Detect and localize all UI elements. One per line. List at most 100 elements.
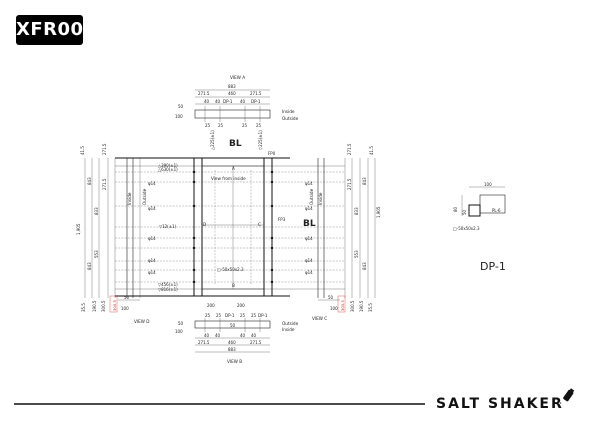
view-a: VIEW A 883 271.5 460 271.5 40 40 DP-1 40… xyxy=(175,75,299,150)
dp1-dim-100: 100 xyxy=(484,182,492,187)
fp0-label: FP0 xyxy=(268,151,276,156)
view-a-dim-25b: 25 xyxy=(218,123,224,128)
right-dim-843-bottom: 843 xyxy=(362,262,367,270)
bl-top-label: BL xyxy=(229,139,242,149)
phi-left-3: φ14 xyxy=(148,236,156,241)
view-b-dim-40b: 40 xyxy=(215,333,221,338)
view-a-dim-40a: 40 xyxy=(204,99,210,104)
view-a-dp-tag-left: DP-1 xyxy=(223,99,233,104)
view-a-dim-25a: 25 xyxy=(205,123,211,128)
view-b-dim-200a: 200 xyxy=(207,303,215,308)
view-a-dim-25c: 25 xyxy=(242,123,248,128)
bl-right-label: BL xyxy=(303,219,316,229)
right-dim-41: 41.5 xyxy=(369,146,374,155)
left-dim-843-top: 843 xyxy=(87,177,92,185)
view-b-dim-200b: 200 xyxy=(237,303,245,308)
dp1-dim-50: 50 xyxy=(462,209,467,215)
left-dim-271-top: 271.5 xyxy=(102,143,107,155)
right-dim-553: 553 xyxy=(354,250,359,258)
view-from-inside-label: View from inside xyxy=(211,176,246,181)
phi-right-4: φ14 xyxy=(305,258,313,263)
left-outside-label: Outside xyxy=(142,188,147,205)
phi-right-5: φ14 xyxy=(305,270,313,275)
phi-left-1: φ14 xyxy=(148,181,156,186)
left-dim-300: 300.5 xyxy=(101,300,106,312)
view-a-dim-271-right: 271.5 xyxy=(250,91,262,96)
phi-right-1: φ14 xyxy=(305,181,313,186)
view-c-dim-50: 50 xyxy=(328,295,334,300)
right-dim-271-top: 271.5 xyxy=(347,143,352,155)
left-dim-190: 190.5 xyxy=(92,300,97,312)
elev-top-1: △390(±1) xyxy=(158,163,178,168)
left-dim-271: 271.5 xyxy=(102,178,107,190)
view-a-inside-label: Inside xyxy=(282,109,295,114)
right-dim-833: 833 xyxy=(354,207,359,215)
view-a-dim-50: 50 xyxy=(178,104,184,109)
salt-shaker-icon xyxy=(558,388,575,404)
view-c-dim-100: 100 xyxy=(330,306,338,311)
view-a-elev-left: △225(±1) xyxy=(210,130,215,150)
view-b-dim-271-right: 271.5 xyxy=(250,340,262,345)
phi-right-3: φ14 xyxy=(305,236,313,241)
view-c-label: VIEW C xyxy=(312,316,327,321)
phi-left-4: φ14 xyxy=(148,258,156,263)
view-b-dim-40d: 40 xyxy=(251,333,257,338)
elev-top-2: △630(±1) xyxy=(158,167,178,172)
view-a-dim-271-left: 271.5 xyxy=(198,91,210,96)
view-d-dim-50: 50 xyxy=(124,295,130,300)
view-a-elev-right: ▽225(±1) xyxy=(258,130,263,150)
view-b-dim-25c: 25 xyxy=(240,313,246,318)
marker-d: D xyxy=(203,222,206,227)
view-a-dp-tag-right: DP-1 xyxy=(251,99,261,104)
center-elevation: 1,905 843 843 833 553 271.5 41.5 271.5 3… xyxy=(76,143,381,324)
view-a-dim-25d: 25 xyxy=(256,123,262,128)
phi-right-2: φ14 xyxy=(305,206,313,211)
marker-a: A xyxy=(232,166,235,171)
dp1-steel-label: □-50x50x2.3 xyxy=(453,226,480,231)
view-b-dim-25a: 25 xyxy=(205,313,211,318)
elev-mid: ▽12(±1) xyxy=(159,224,177,229)
fp3-label: FP3 xyxy=(278,217,286,222)
left-dim-1905: 1,905 xyxy=(76,223,81,235)
view-b-dim-25b: 25 xyxy=(216,313,222,318)
view-b-dim-271-left: 271.5 xyxy=(198,340,210,345)
view-b-inside-label: Inside xyxy=(282,327,295,332)
left-inside-label: Inside xyxy=(127,192,132,205)
marker-b: B xyxy=(232,283,235,288)
right-outside-label: Outside xyxy=(309,188,314,205)
view-a-outside-label: Outside xyxy=(282,116,299,121)
left-dim-35: 35.5 xyxy=(81,303,86,312)
view-d-dim-100: 100 xyxy=(121,306,129,311)
left-dim-833: 833 xyxy=(94,207,99,215)
view-a-dim-40b: 40 xyxy=(215,99,221,104)
right-dim-300: 300.5 xyxy=(350,300,355,312)
view-a-label: VIEW A xyxy=(230,75,245,80)
brand-logo: SALT SHAKER xyxy=(436,396,564,412)
view-b: 200 200 25 25 DP-1 25 25 DP-1 50 50 100 … xyxy=(175,303,299,364)
left-dim-553: 553 xyxy=(94,250,99,258)
marker-c: C xyxy=(258,222,261,227)
view-b-dim-883: 883 xyxy=(228,347,236,352)
view-b-dp-tag-right: DP-1 xyxy=(258,313,268,318)
view-d-label: VIEW D xyxy=(134,319,149,324)
right-dim-190: 190.5 xyxy=(359,300,364,312)
view-b-dim-50-center: 50 xyxy=(230,323,236,328)
right-red-dim-300: 300.5 xyxy=(340,300,345,311)
view-b-dp-tag-left: DP-1 xyxy=(225,313,235,318)
phi-left-5: φ14 xyxy=(148,270,156,275)
dp1-title: DP-1 xyxy=(480,260,506,273)
dp1-plate-label: PL-6 xyxy=(492,208,501,213)
title-strip: SALT SHAKER xyxy=(14,388,575,412)
view-a-dim-460: 460 xyxy=(228,91,236,96)
left-dim-843-bottom: 843 xyxy=(87,262,92,270)
right-inside-label: Inside xyxy=(318,192,323,205)
right-dim-1905: 1,905 xyxy=(376,206,381,218)
view-b-dim-40c: 40 xyxy=(240,333,246,338)
left-dim-41: 41.5 xyxy=(80,146,85,155)
right-dim-843-top: 843 xyxy=(362,177,367,185)
elev-bot-2: ▽816(±1) xyxy=(158,287,178,292)
elev-bot-1: ▽456(±1) xyxy=(158,282,178,287)
dp1-dim-80: 80 xyxy=(453,206,458,212)
